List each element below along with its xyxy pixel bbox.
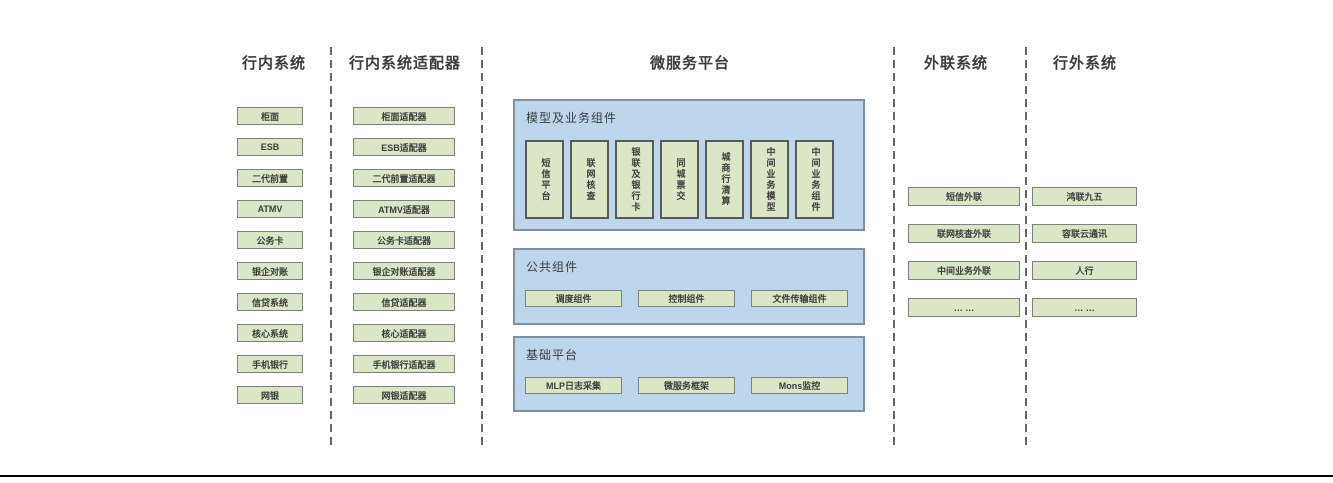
column-divider-1 <box>330 47 332 445</box>
adapter-box: ESB适配器 <box>353 138 455 156</box>
column-divider-4 <box>1025 47 1027 445</box>
internal-system-box: 银企对账 <box>237 262 303 280</box>
internal-system-box: 信贷系统 <box>237 293 303 311</box>
column-title-microservice-platform: 微服务平台 <box>649 55 730 72</box>
external-link-systems-list: 短信外联联网核查外联中间业务外联 … … <box>908 187 1020 317</box>
column-divider-2 <box>481 47 483 445</box>
adapter-box: 信贷适配器 <box>353 293 455 311</box>
panel-title: 公共组件 <box>526 260 579 274</box>
model-component-box: 短信平台 <box>525 140 564 219</box>
base-platform-list: MLP日志采集微服务框架 Mons监控 <box>525 377 848 394</box>
adapter-box: ATMV适配器 <box>353 200 455 218</box>
panel-title: 基础平台 <box>526 348 579 362</box>
common-components-list: 调度组件控制组件文件传输组件 <box>525 290 848 307</box>
column-title-internal-systems: 行内系统 <box>241 55 306 72</box>
adapter-box: 核心适配器 <box>353 324 455 342</box>
column-divider-3 <box>893 47 895 445</box>
base-platform-box: Mons监控 <box>751 377 848 394</box>
adapter-box: 公务卡适配器 <box>353 231 455 249</box>
adapter-box: 手机银行适配器 <box>353 355 455 373</box>
column-title-outside-systems: 行外系统 <box>1052 55 1117 72</box>
model-component-box: 银联及银行卡 <box>615 140 654 219</box>
model-component-box: 联网核查 <box>570 140 609 219</box>
bottom-border-line <box>0 475 1333 477</box>
internal-system-box: 网银 <box>237 386 303 404</box>
model-component-box: 中间业务组件 <box>795 140 834 219</box>
adapter-box: 网银适配器 <box>353 386 455 404</box>
adapter-box: 二代前置适配器 <box>353 169 455 187</box>
panel-title: 模型及业务组件 <box>526 111 618 125</box>
internal-systems-list: 柜面 ESB 二代前置 ATMV 公务卡银企对账信贷系统核心系统手机银行网银 <box>237 107 303 404</box>
internal-system-box: 手机银行 <box>237 355 303 373</box>
outside-system-box: 人行 <box>1032 261 1137 280</box>
base-platform-box: MLP日志采集 <box>525 377 622 394</box>
base-platform-box: 微服务框架 <box>638 377 735 394</box>
column-title-external-link-systems: 外联系统 <box>923 55 988 72</box>
common-component-box: 控制组件 <box>638 290 735 307</box>
column-title-internal-adapters: 行内系统适配器 <box>348 55 461 72</box>
adapter-box: 柜面适配器 <box>353 107 455 125</box>
adapter-box: 银企对账适配器 <box>353 262 455 280</box>
internal-system-box: 核心系统 <box>237 324 303 342</box>
outside-system-box: … … <box>1032 298 1137 317</box>
internal-system-box: 公务卡 <box>237 231 303 249</box>
outside-system-box: 容联云通讯 <box>1032 224 1137 243</box>
external-link-box: … … <box>908 298 1020 317</box>
panel-common-components: 公共组件 调度组件控制组件文件传输组件 <box>513 248 865 325</box>
model-component-box: 中间业务模型 <box>750 140 789 219</box>
internal-system-box: 二代前置 <box>237 169 303 187</box>
model-component-box: 同城票交 <box>660 140 699 219</box>
panel-model-business-components: 模型及业务组件 短信平台联网核查银联及银行卡同城票交城商行清算中间业务模型中间业… <box>513 99 865 231</box>
outside-system-box: 鸿联九五 <box>1032 187 1137 206</box>
internal-system-box: ATMV <box>237 200 303 218</box>
common-component-box: 文件传输组件 <box>751 290 848 307</box>
panel-base-platform: 基础平台 MLP日志采集微服务框架 Mons监控 <box>513 336 865 412</box>
internal-system-box: ESB <box>237 138 303 156</box>
external-link-box: 中间业务外联 <box>908 261 1020 280</box>
internal-system-box: 柜面 <box>237 107 303 125</box>
outside-systems-list: 鸿联九五容联云通讯人行 … … <box>1032 187 1137 317</box>
common-component-box: 调度组件 <box>525 290 622 307</box>
external-link-box: 短信外联 <box>908 187 1020 206</box>
model-components-list: 短信平台联网核查银联及银行卡同城票交城商行清算中间业务模型中间业务组件 <box>525 140 834 219</box>
model-component-box: 城商行清算 <box>705 140 744 219</box>
internal-adapters-list: 柜面适配器 ESB适配器二代前置适配器 ATMV适配器公务卡适配器银企对账适配器信贷… <box>353 107 455 404</box>
external-link-box: 联网核查外联 <box>908 224 1020 243</box>
